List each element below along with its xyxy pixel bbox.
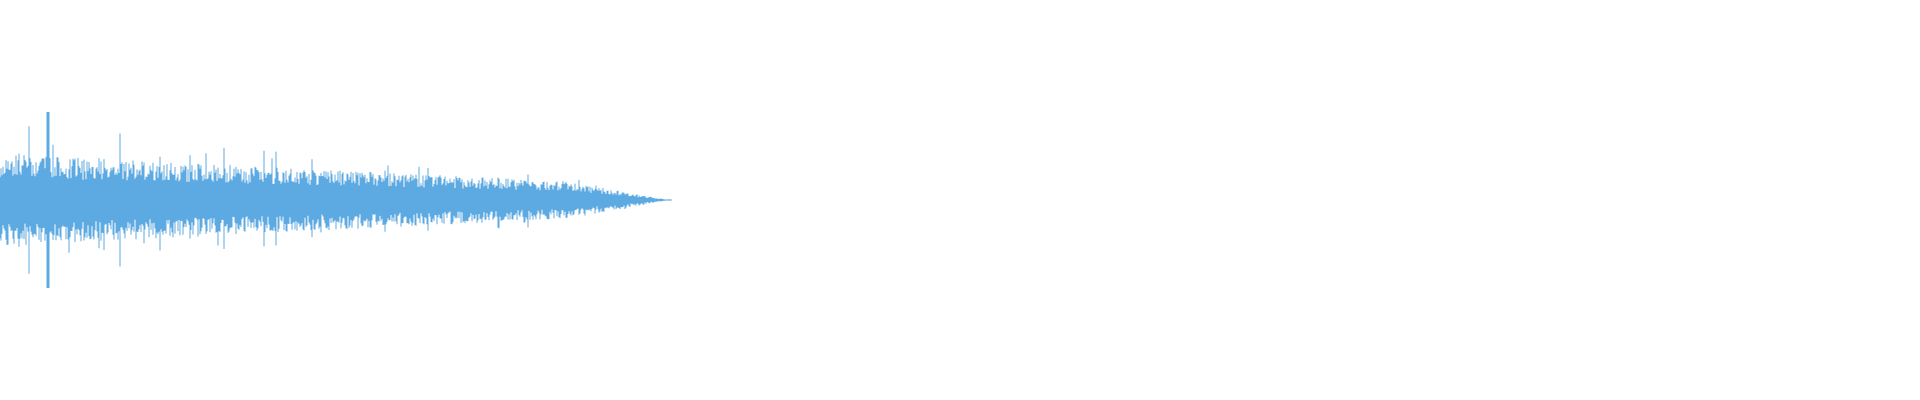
waveform-core (0, 182, 669, 218)
